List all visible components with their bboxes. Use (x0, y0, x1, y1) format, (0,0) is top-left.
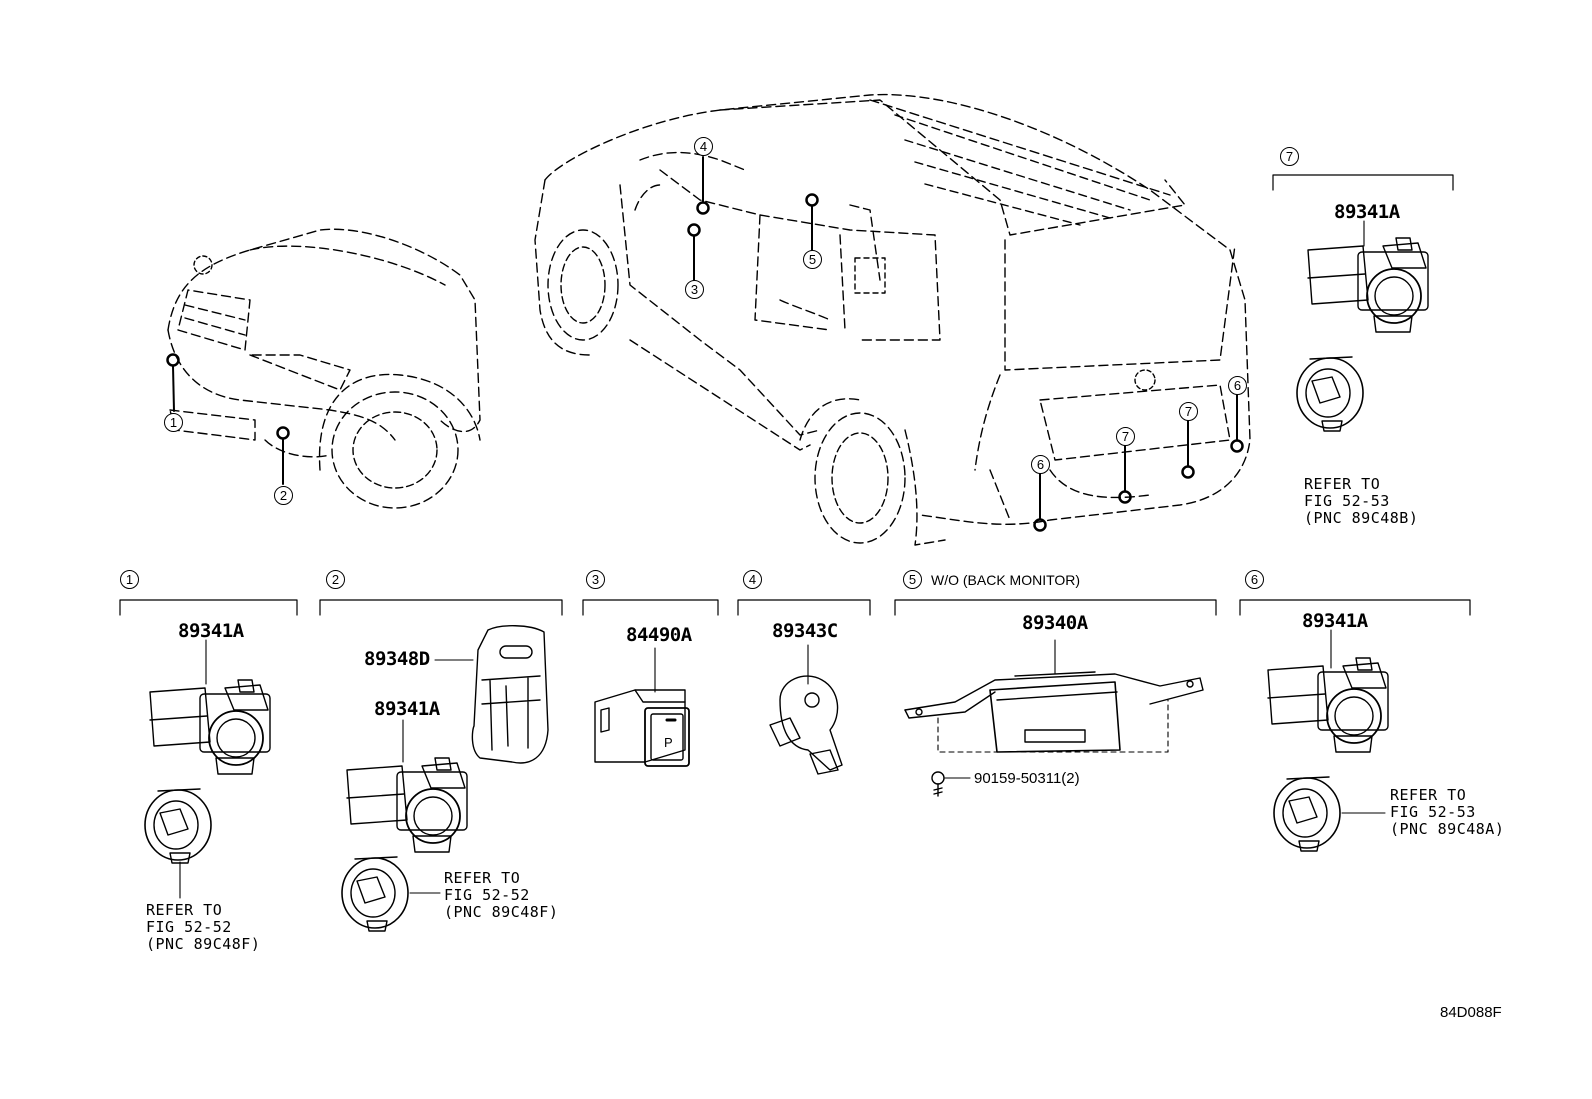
switch-p-legend: P (664, 735, 673, 750)
refer-line: (PNC 89C48A) (1390, 820, 1505, 838)
section-4-number: 4 (743, 570, 762, 589)
callout-2-front: 2 (274, 486, 293, 505)
part-number-89341a-s7: 89341A (1334, 201, 1400, 223)
refer-line: (PNC 89C48F) (444, 903, 559, 921)
refer-line: (PNC 89C48F) (146, 935, 261, 953)
part-number-89341a-s1: 89341A (178, 620, 244, 642)
sensor-89341a-section-2 (346, 757, 468, 853)
front-vehicle-drawing (167, 228, 481, 509)
section-1-number: 1 (120, 570, 139, 589)
sensor-89341a-section-1 (149, 679, 271, 775)
section-7-number: 7 (1280, 147, 1299, 166)
refer-line: FIG 52-53 (1304, 492, 1390, 510)
section-5-condition: W/O (BACK MONITOR) (931, 572, 1081, 588)
bolt-90159-50311 (931, 771, 945, 797)
refer-text-s2: REFER TO FIG 52-52 (PNC 89C48F) (444, 870, 558, 921)
callout-3-dash: 3 (685, 280, 704, 299)
part-number-89343c: 89343C (772, 620, 838, 642)
bezel-ring-section-6 (1273, 776, 1341, 852)
refer-line: FIG 52-53 (1390, 803, 1476, 821)
section-6-number: 6 (1245, 570, 1264, 589)
bracket-89348d (471, 625, 549, 764)
sensor-89341a-section-7 (1307, 237, 1429, 333)
vehicle-callout-markers (166, 156, 1244, 532)
bezel-ring-section-1 (144, 788, 212, 864)
bolt-part-number: 90159-50311(2) (974, 770, 1080, 787)
part-number-89341a-s6: 89341A (1302, 610, 1368, 632)
refer-line: REFER TO (146, 901, 223, 919)
refer-line: REFER TO (1390, 786, 1467, 804)
refer-line: REFER TO (1304, 475, 1381, 493)
section-5-number: 5 (903, 570, 922, 589)
section-brackets (119, 174, 1471, 616)
refer-text-s7: REFER TO FIG 52-53 (PNC 89C48B) (1304, 476, 1418, 527)
refer-line: (PNC 89C48B) (1304, 509, 1419, 527)
section-2-number: 2 (326, 570, 345, 589)
refer-text-s6: REFER TO FIG 52-53 (PNC 89C48A) (1390, 787, 1504, 838)
part-number-89341a-s2: 89341A (374, 698, 440, 720)
callout-7-rear-center-left: 7 (1116, 427, 1135, 446)
switch-84490a (594, 689, 690, 767)
refer-text-s1: REFER TO FIG 52-52 (PNC 89C48F) (146, 902, 260, 953)
callout-5-dash: 5 (803, 250, 822, 269)
section-3-number: 3 (586, 570, 605, 589)
sensor-89341a-section-6 (1267, 657, 1389, 753)
callout-7-rear-center-right: 7 (1179, 402, 1198, 421)
module-89340a (904, 671, 1204, 753)
refer-line: FIG 52-52 (146, 918, 232, 936)
sensor-89343c (769, 675, 843, 775)
refer-line: FIG 52-52 (444, 886, 530, 904)
callout-1-front: 1 (164, 413, 183, 432)
part-number-84490a: 84490A (626, 624, 692, 646)
rear-vehicle-drawing (534, 93, 1251, 546)
diagram-code: 84D088F (1440, 1004, 1502, 1021)
callout-6-rear-left: 6 (1031, 455, 1050, 474)
refer-line: REFER TO (444, 869, 521, 887)
part-number-89348d: 89348D (364, 648, 430, 670)
callout-4-dash: 4 (694, 137, 713, 156)
bezel-ring-section-2 (341, 856, 409, 932)
part-number-89340a: 89340A (1022, 612, 1088, 634)
callout-6-rear-right: 6 (1228, 376, 1247, 395)
bezel-ring-section-7 (1296, 356, 1364, 432)
